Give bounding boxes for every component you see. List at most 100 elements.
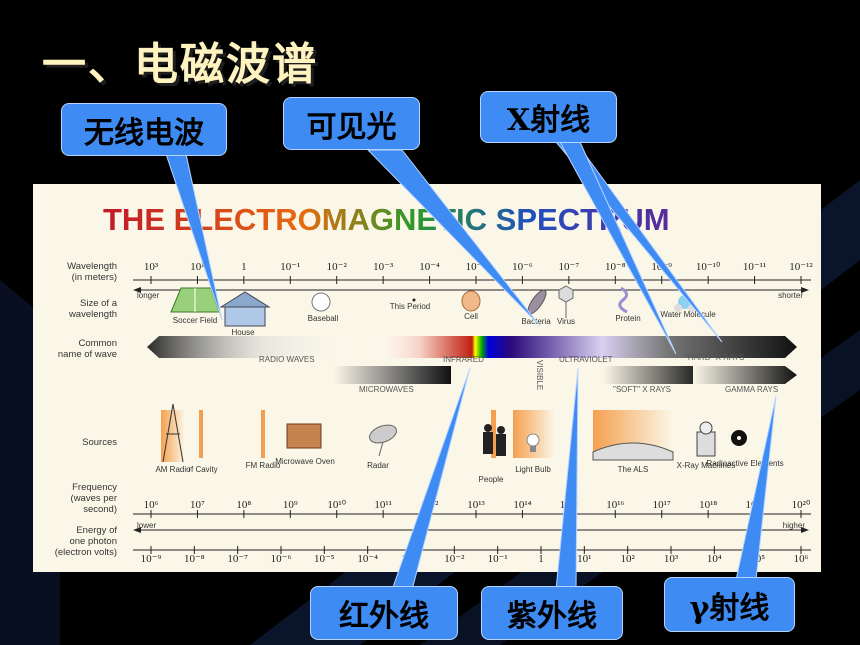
wl-ticks-label: 10¹	[190, 261, 204, 273]
label-the-als: The ALS	[618, 465, 649, 474]
protein-icon	[618, 286, 628, 314]
sources-icons	[161, 403, 747, 463]
label-xray-machines: X-Ray Machines	[677, 461, 736, 470]
gamma-band: GAMMA RAYS	[693, 366, 797, 394]
fr-ticks-label: 10⁷	[190, 499, 205, 511]
wl-ticks-label: 1	[241, 261, 247, 273]
microwave-band: MICROWAVES	[333, 366, 451, 394]
period-icon	[412, 298, 416, 302]
fr-ticks-label: 10¹⁴	[513, 499, 531, 511]
fr-ticks-label: 10¹³	[467, 499, 485, 511]
label-soccer-field: Soccer Field	[173, 316, 217, 325]
xray-machine-icon	[696, 421, 716, 457]
label-am-radio: AM Radio	[155, 465, 191, 474]
rf-cavity-bar	[199, 410, 203, 458]
en-ticks-label: 10⁻⁸	[184, 553, 205, 565]
en-ticks-label: 10⁴	[707, 553, 722, 565]
band-microwaves: MICROWAVES	[359, 385, 414, 394]
row-labels: Wavelength (in meters) Size of a wavelen…	[55, 261, 118, 558]
label-virus: Virus	[557, 317, 575, 326]
band-soft-xray: "SOFT" X RAYS	[613, 385, 671, 394]
fr-ticks-label: 10¹⁶	[606, 499, 624, 511]
row-label-frequency-2: (waves per	[71, 493, 117, 504]
microwave-oven-icon	[286, 423, 322, 449]
band-infrared: INFRARED	[443, 355, 484, 364]
label-baseball: Baseball	[308, 314, 339, 323]
label-cell: Cell	[464, 312, 478, 321]
en-ticks-label: 10²	[621, 553, 636, 565]
row-label-common: Common	[78, 338, 117, 349]
house-icon	[219, 291, 271, 327]
label-protein: Protein	[615, 314, 640, 323]
label-house: House	[231, 328, 255, 337]
band-hard-xray: "HARD" X RAYS	[685, 353, 744, 362]
slide-title: 一、电磁波谱	[42, 39, 318, 90]
longer-label: longer	[137, 291, 160, 300]
pointer-radio	[165, 153, 223, 321]
radar-dish-icon	[369, 424, 397, 457]
spectrum-band: RADIO WAVES INFRARED VISIBLE ULTRAVIOLET…	[147, 336, 797, 390]
en-ticks-label: 10⁻⁹	[141, 553, 162, 565]
en-ticks-label: 10⁻²	[444, 553, 465, 565]
en-ticks-label: 10³	[664, 553, 679, 565]
fr-ticks-label: 10⁶	[144, 499, 159, 511]
en-ticks-label: 10⁶	[794, 553, 809, 565]
callout-xray: X射线	[480, 91, 617, 143]
radio-tower-icon	[162, 403, 184, 463]
callout-gamma-ray: γ射线	[664, 577, 795, 632]
row-label-sources: Sources	[82, 437, 117, 448]
fr-ticks-label: 10¹⁷	[653, 499, 671, 511]
fr-ticks-label: 10¹⁸	[699, 499, 717, 511]
en-ticks-label: 10⁻⁷	[227, 553, 248, 565]
energy-ticks: 10⁻⁹10⁻⁸10⁻⁷10⁻⁶10⁻⁵10⁻⁴10⁻³10⁻²10⁻¹110¹…	[141, 546, 809, 565]
pointer-xray-soft	[559, 141, 677, 355]
wl-ticks-label: 10⁻¹	[280, 261, 300, 273]
label-water-molecule: Water Molecule	[660, 310, 716, 319]
row-label-common-2: name of wave	[58, 349, 117, 360]
en-ticks-label: 10⁻⁶	[271, 553, 292, 565]
label-radar: Radar	[367, 461, 389, 470]
label-radioactive-elements: Radioactive Elements	[706, 459, 783, 468]
wl-ticks-label: 10⁻¹²	[789, 261, 813, 273]
pointer-uv	[555, 367, 579, 591]
row-label-size: Size of a	[80, 298, 118, 309]
wl-ticks-label: 10⁻¹⁰	[696, 261, 721, 273]
label-people: People	[479, 475, 504, 484]
light-bulb-icon	[526, 433, 540, 452]
label-rf-cavity: rf Cavity	[188, 465, 217, 474]
en-ticks-label: 10⁻¹	[488, 553, 508, 565]
wl-ticks-label: 10⁻¹¹	[743, 261, 766, 273]
wl-ticks-label: 10⁻⁸	[605, 261, 626, 273]
label-microwave-oven: Microwave Oven	[275, 457, 335, 466]
fr-ticks-label: 10¹⁰	[327, 499, 346, 511]
shorter-label: shorter	[778, 291, 803, 300]
wl-ticks-label: 10³	[144, 261, 159, 273]
band-uv: ULTRAVIOLET	[559, 355, 613, 364]
callout-radio-waves: 无线电波	[61, 103, 227, 156]
wl-ticks-label: 10⁻⁶	[512, 261, 533, 273]
als-building-icon	[592, 442, 674, 461]
row-label-energy-3: (electron volts)	[55, 547, 117, 558]
band-visible: VISIBLE	[535, 360, 544, 390]
pointer-gamma	[735, 395, 777, 581]
en-ticks-label: 10⁻⁴	[357, 553, 378, 565]
pointer-visible	[366, 149, 541, 327]
people-icon	[483, 424, 506, 456]
radioactive-icon	[731, 430, 747, 446]
people-bar	[491, 410, 496, 458]
spectrum-chart: THE ELECTROMAGNETIC SPECTRUM Wavelength …	[33, 184, 821, 572]
row-label-wavelength: Wavelength	[67, 261, 117, 272]
callout-ultraviolet: 紫外线	[481, 586, 623, 640]
wl-ticks-label: 10⁻²	[327, 261, 348, 273]
wl-ticks-label: 10⁻³	[373, 261, 394, 273]
en-ticks-label: 1	[538, 553, 544, 565]
wl-ticks-label: 10⁻⁴	[419, 261, 440, 273]
wl-ticks-label: 10⁻⁷	[559, 261, 580, 273]
callout-infrared: 红外线	[310, 586, 458, 640]
band-gamma: GAMMA RAYS	[725, 385, 778, 394]
lower-label: lower	[137, 521, 156, 530]
row-label-frequency: Frequency	[72, 482, 117, 493]
lower-higher-arrow: lower higher	[133, 521, 809, 533]
label-fm-radio: FM Radio	[246, 461, 281, 470]
